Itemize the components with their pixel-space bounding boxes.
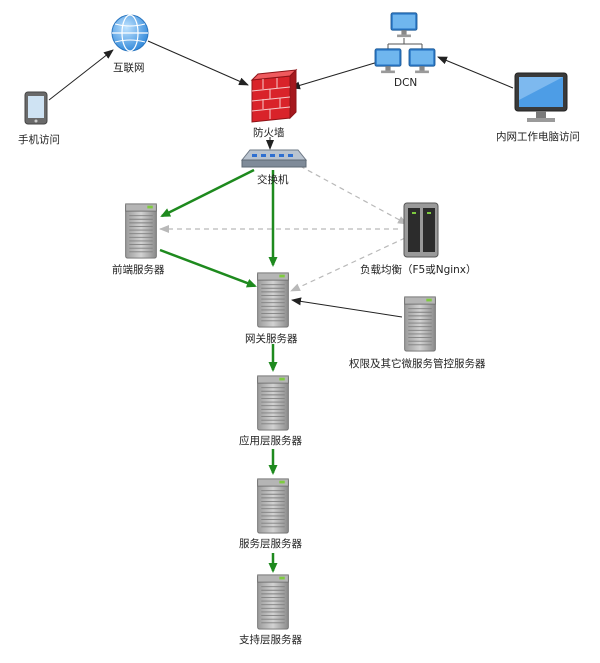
edge-mobile-internet [48,49,114,101]
label-service-layer: 服务层服务器 [239,538,302,550]
firewall-icon [250,68,298,123]
globe-icon [111,14,149,52]
server-icon-frontend [125,203,157,259]
monitor-icon [514,72,568,122]
edge-frontend-gateway [159,248,257,288]
edge-dcn-firewall [290,61,379,90]
label-intranet-pc: 内网工作电脑访问 [496,131,580,143]
label-load-balancer: 负载均衡（F5或Nginx） [360,264,477,276]
edge-switch-loadbalancer [299,165,408,225]
label-gateway: 网关服务器 [245,333,298,345]
server-icon-auth [404,296,436,352]
label-support-layer: 支持层服务器 [239,634,302,646]
edge-switch-frontend [160,168,255,218]
server-icon-gateway [257,272,289,328]
edge-pc-dcn [437,56,514,89]
label-frontend: 前端服务器 [112,264,165,276]
server-icon-support [257,574,289,630]
label-app-layer: 应用层服务器 [239,435,302,447]
storage-server-icon [403,202,439,258]
edge-loadbalancer-gateway [290,237,406,292]
switch-icon [240,149,308,168]
label-switch: 交换机 [257,174,289,186]
label-auth: 权限及其它微服务管控服务器 [349,358,486,370]
diagram-edges [48,40,514,573]
mobile-phone-icon [24,91,48,125]
label-dcn: DCN [394,77,418,89]
server-icon-service [257,478,289,534]
edge-internet-firewall [147,40,249,86]
label-internet: 互联网 [113,62,145,74]
label-firewall: 防火墙 [253,127,285,139]
edge-auth-gateway [291,297,403,318]
label-mobile: 手机访问 [18,134,60,146]
network-computers-icon [374,12,436,74]
server-icon-app [257,375,289,431]
